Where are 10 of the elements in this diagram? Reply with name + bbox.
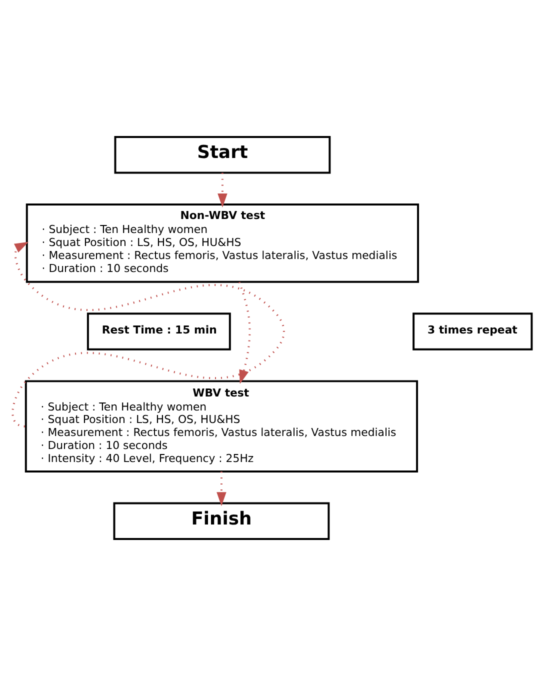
arrow <box>12 241 285 427</box>
node-box: Non-WBV test · Subject : Ten Healthy women · Squat Position : LS, HS, OS, HU&HS · Measurement : Rectus femoris, Vastus lateralis, Vastus medialis · Duration : 10 seconds <box>26 202 420 282</box>
node-box: WBV test · Subject : Ten Healthy women · Squat Position : LS, HS, OS, HU&HS · Measurement : Rectus femoris, Vastus lateralis, Vastus medialis · Duration : 10 seconds · Intensity : 40 Level, Frequency : 25Hz <box>24 380 418 472</box>
node-box: Finish <box>113 502 330 540</box>
arrow <box>238 281 251 384</box>
arrow <box>216 471 226 506</box>
arrow <box>218 172 228 207</box>
node-box: Start <box>114 135 331 174</box>
node-box: 3 times repeat <box>412 312 533 350</box>
node-box: Rest Time : 15 min <box>86 312 231 350</box>
